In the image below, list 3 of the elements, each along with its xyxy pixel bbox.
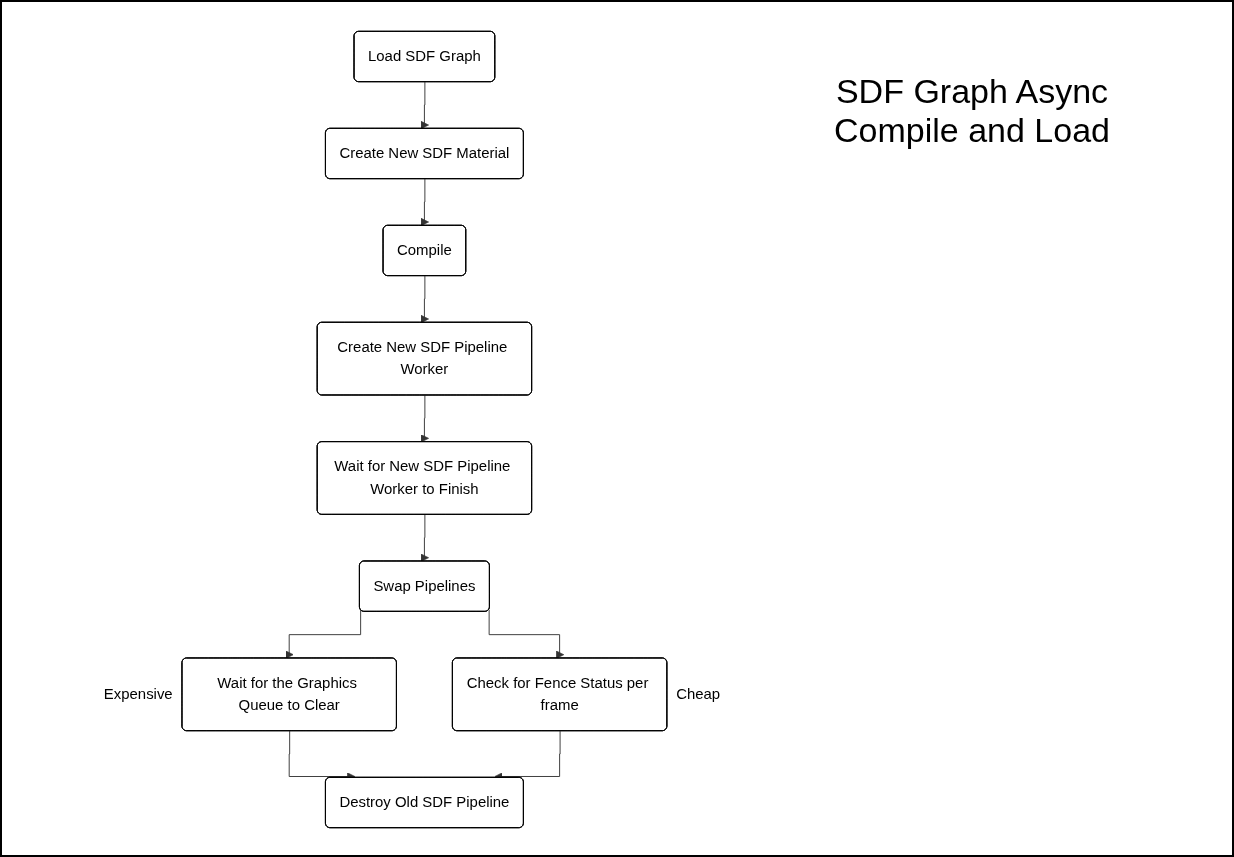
cost-note: Cheap: [676, 686, 721, 702]
diagram-title: SDF Graph Async Compile and Load: [833, 72, 1111, 150]
cost-note: Expensive: [103, 686, 173, 702]
